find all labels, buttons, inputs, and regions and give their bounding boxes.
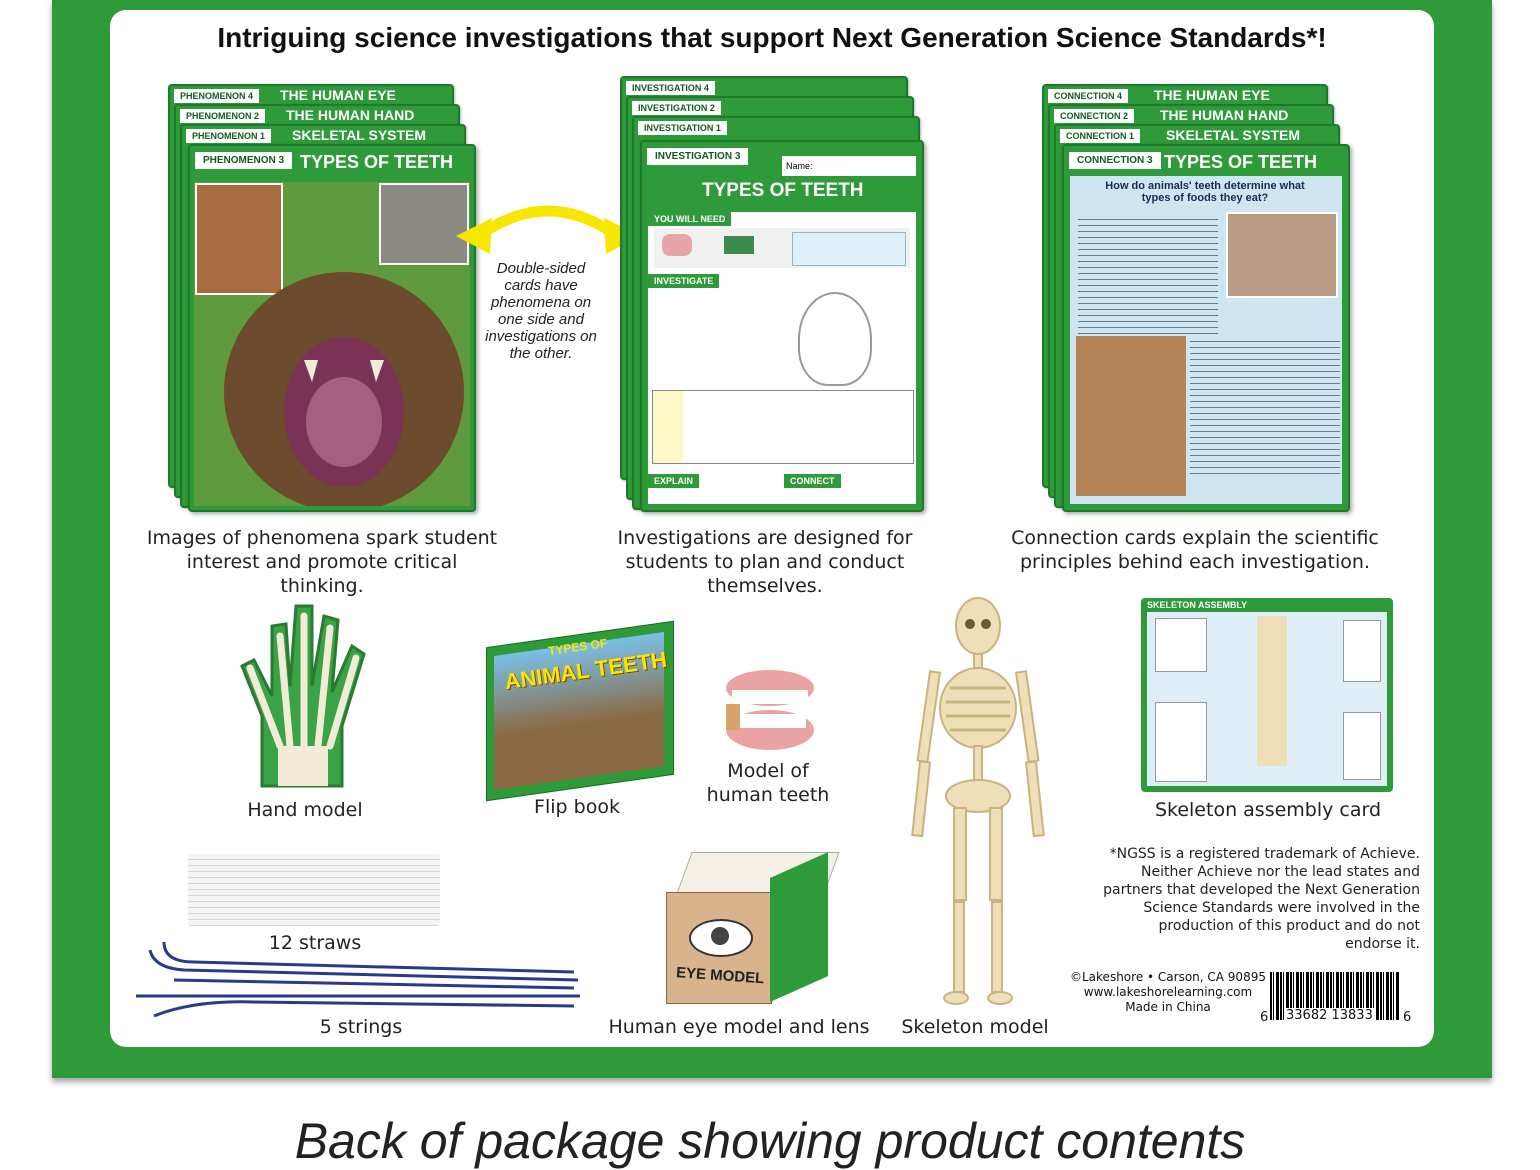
answer-table (652, 390, 914, 464)
strings-icon (136, 941, 580, 1018)
connection-card-stack: CONNECTION 4 THE HUMAN EYE CONNECTION 2 … (1042, 84, 1352, 514)
barcode-number: 33682 13833 (1284, 1008, 1375, 1023)
double-sided-arrow-icon (456, 205, 640, 254)
caption-investigations: Investigations are designed for students… (617, 527, 913, 597)
flip-book-label: Flip book (534, 796, 620, 818)
company-address: ©Lakeshore • Carson, CA 90895 (1070, 970, 1266, 984)
teeth-model-label: Model of human teeth (706, 760, 830, 806)
made-in-china: Made in China (1125, 1000, 1211, 1014)
name-field: Name: (782, 156, 916, 176)
skeleton-card-label: Skeleton assembly card (1154, 799, 1382, 821)
hand-model-icon (240, 604, 366, 788)
barcode-right-digit: 6 (1403, 1010, 1412, 1025)
bear-photo-art (194, 182, 470, 510)
teeth-model-icon (726, 670, 814, 750)
caption-connections: Connection cards explain the scientific … (1011, 527, 1379, 573)
investigation-card-3: INVESTIGATION 3 Name: TYPES OF TEETH YOU… (640, 140, 924, 512)
connection-card-3: CONNECTION 3 TYPES OF TEETH How do anima… (1062, 144, 1350, 512)
footer-caption: Back of package showing product contents (294, 1113, 1246, 1169)
flip-book: TYPES OF ANIMAL TEETH (486, 620, 674, 802)
straws-label: 12 straws (268, 932, 362, 954)
hand-model-label: Hand model (247, 799, 363, 821)
materials-row (654, 228, 910, 268)
skeleton-model-label: Skeleton model (901, 1016, 1049, 1038)
double-sided-note: Double-sided cards have phenomena on one… (485, 260, 597, 362)
phenomenon-card-3: PHENOMENON 3 TYPES OF TEETH (188, 144, 476, 512)
trademark-note: *NGSS is a registered trademark of Achie… (1103, 846, 1420, 952)
tooth-diagram (798, 292, 872, 386)
headline: Intriguing science investigations that s… (217, 22, 1327, 53)
straws-bundle (188, 854, 440, 926)
bear-photo (194, 182, 470, 510)
barcode-left-digit: 6 (1260, 1010, 1269, 1025)
investigation-card-stack: INVESTIGATION 4 INVESTIGATION 2 INVESTIG… (620, 76, 930, 516)
company-website: www.lakeshorelearning.com (1083, 985, 1253, 999)
eye-model-label: Human eye model and lens (608, 1016, 870, 1038)
strings-label: 5 strings (319, 1016, 403, 1038)
caption-phenomena: Images of phenomena spark student intere… (146, 527, 498, 597)
phenomenon-card-stack: PHENOMENON 4 THE HUMAN EYE PHENOMENON 2 … (168, 84, 478, 514)
skeleton-model-icon (911, 597, 1045, 1005)
investigation-worksheet: YOU WILL NEED INVESTIGATE EXPLAIN CONNEC… (648, 212, 916, 504)
eye-model-box: EYE MODEL (666, 852, 840, 1004)
skeleton-assembly-card: SKELETON ASSEMBLY (1141, 598, 1393, 792)
connection-text-area: How do animals' teeth determine what typ… (1070, 176, 1342, 504)
